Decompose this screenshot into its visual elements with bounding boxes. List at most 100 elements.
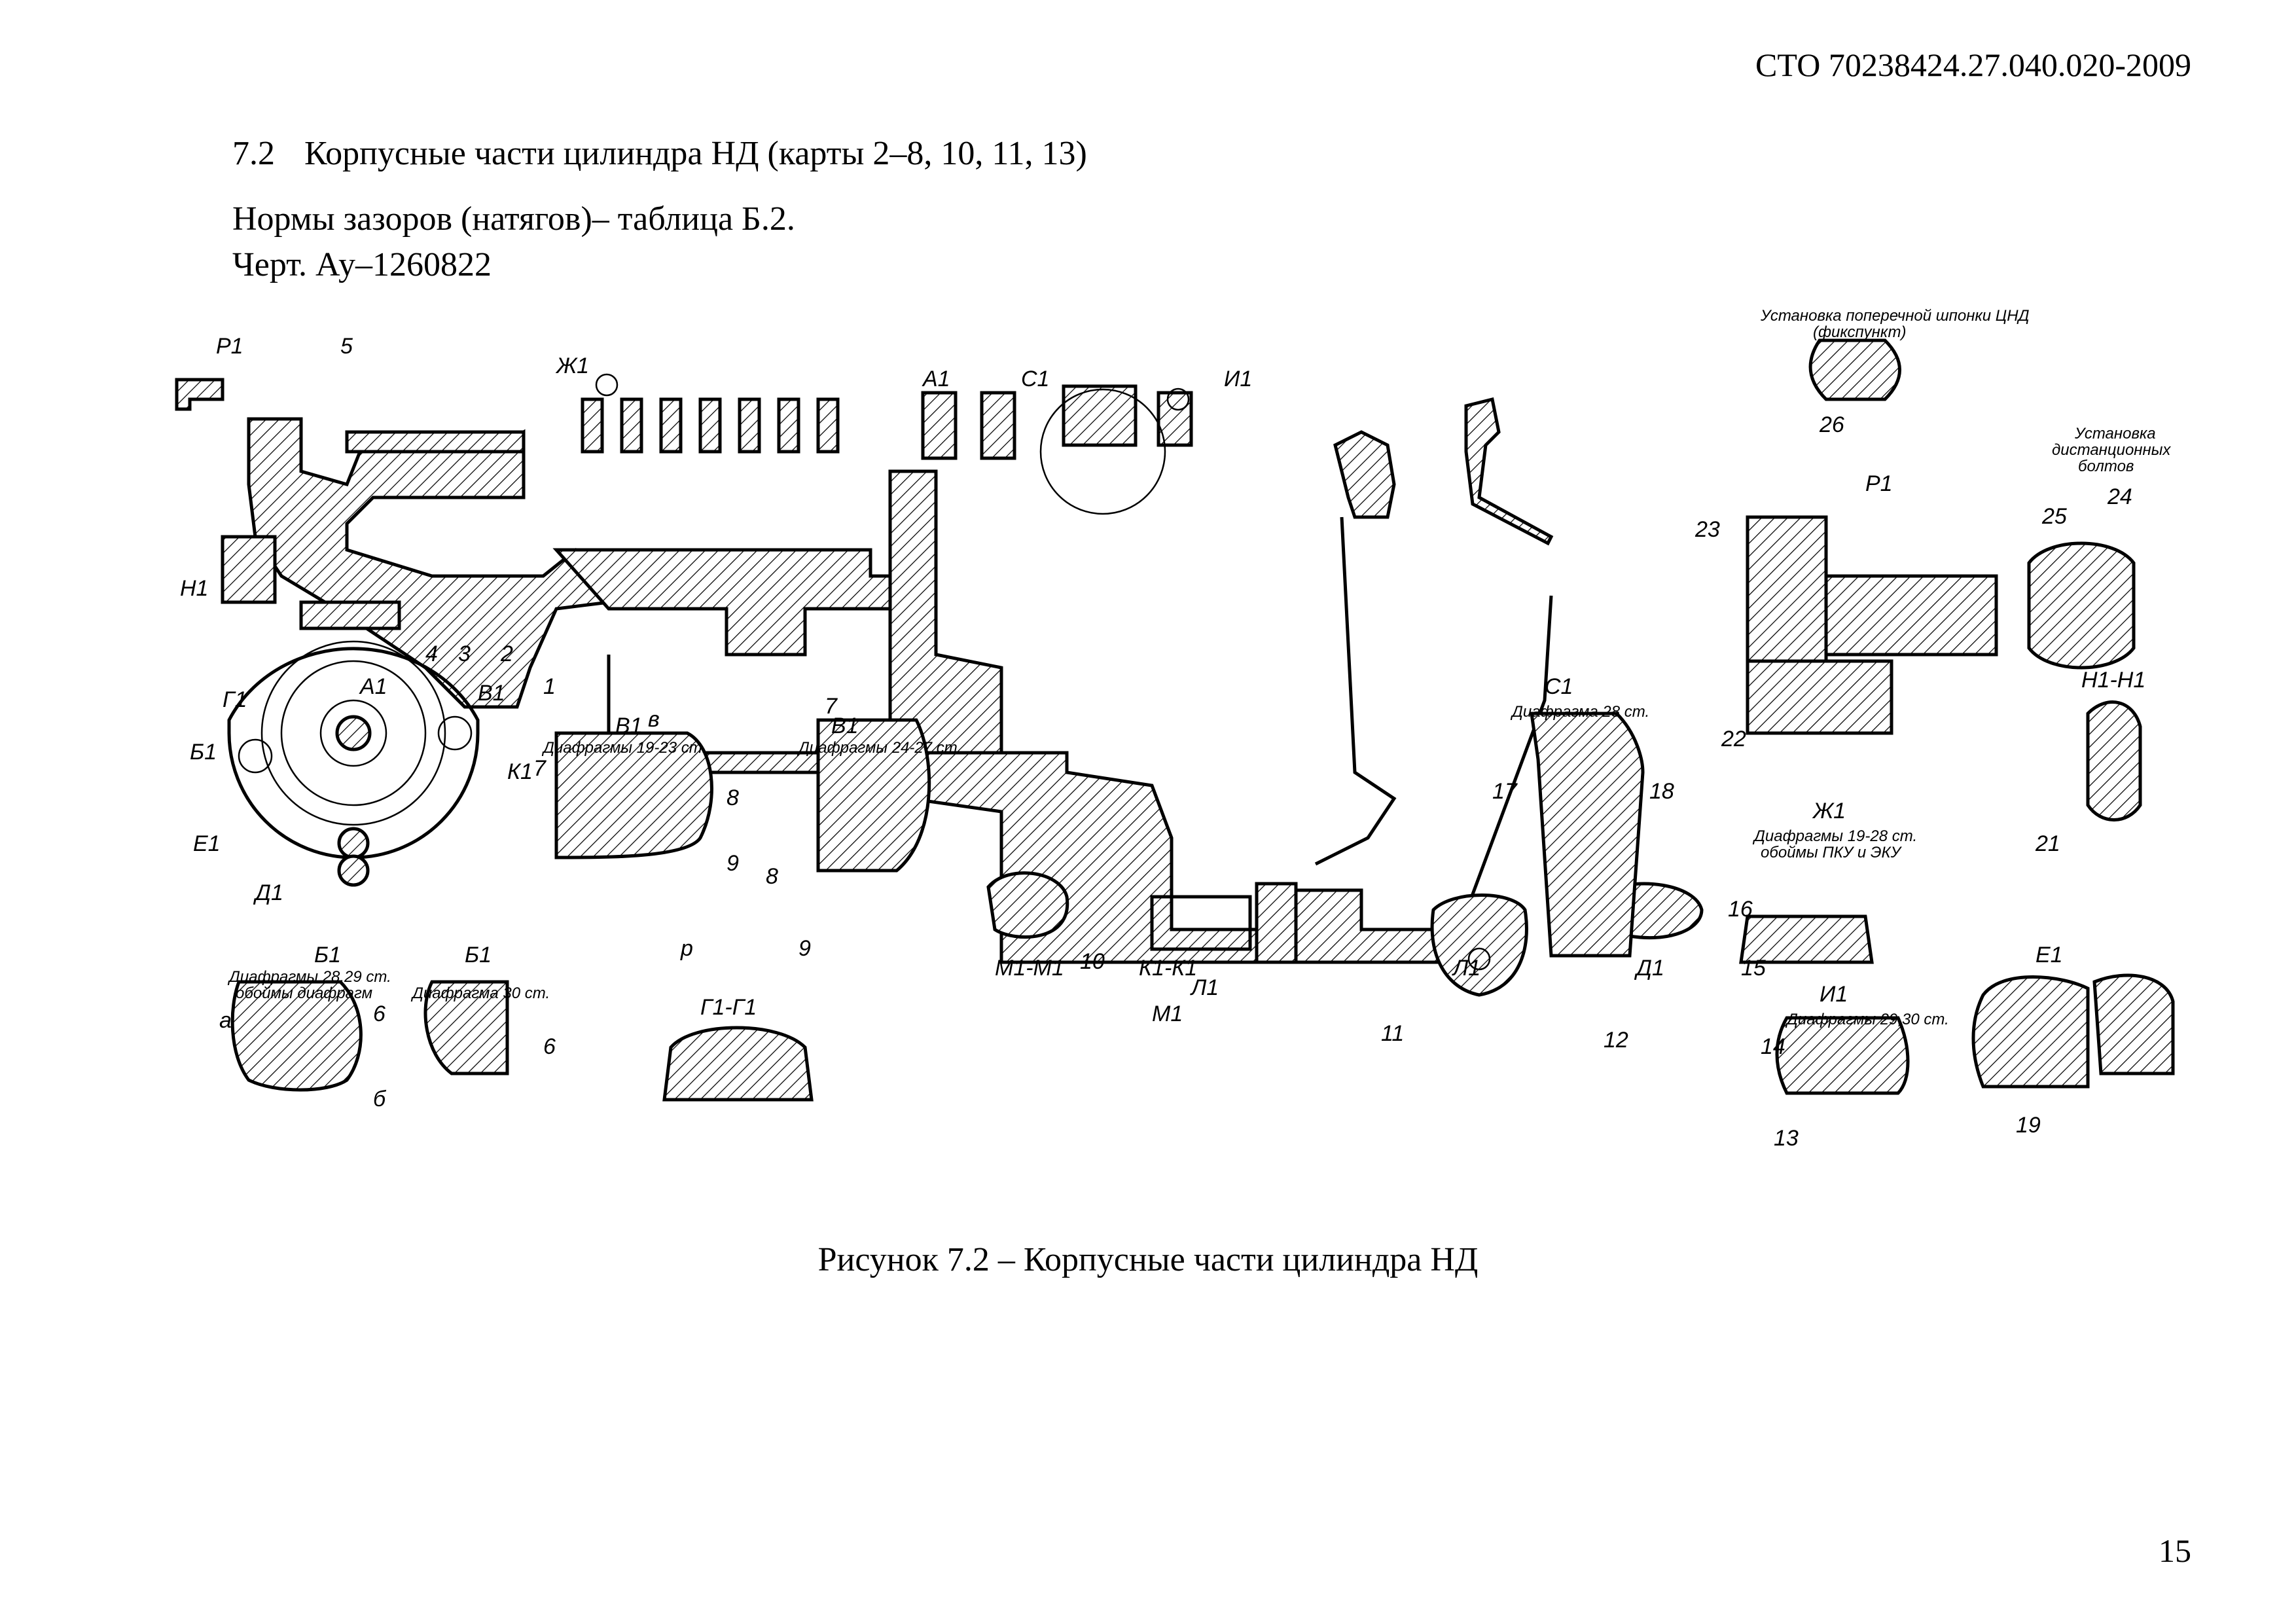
label-zh1: Ж1 (555, 353, 589, 378)
detail-circle-zh1 (595, 373, 619, 397)
figure-caption: Рисунок 7.2 – Корпусные части цилиндра Н… (817, 1241, 1479, 1278)
exhaust-duct (888, 718, 1462, 964)
top-shelf (345, 430, 526, 454)
label-5: 5 (340, 334, 353, 359)
label-7a: 7 (533, 756, 547, 781)
detail-circle-i1 (1166, 388, 1190, 411)
label-g1g1: Г1-Г1 (700, 995, 757, 1020)
section-b1-30 (423, 980, 509, 1075)
top-flange-right (1464, 397, 1554, 546)
section-zh1 (1739, 914, 1874, 964)
diaphragm-2427 (816, 718, 931, 873)
label-diaf2829: Диафрагмы 28,29 ст. (227, 968, 391, 986)
section-g1 (662, 1026, 814, 1102)
vertical-wall (888, 469, 1003, 755)
page-number: 15 (2159, 1532, 2191, 1569)
label-l1-circ: Л1 (1452, 956, 1480, 981)
label-oboimy: обоймы диафрагм (236, 984, 372, 1002)
label-3: 3 (458, 641, 471, 666)
label-d1-circ: Д1 (1634, 956, 1664, 981)
label-9b: 9 (798, 936, 811, 961)
label-pku: обоймы ПКУ и ЭКУ (1761, 844, 1903, 861)
drawing-canvas: Р1 5 Ж1 А1 С1 И1 Н1 4 3 2 1 А1 В1 В1 Диа… (175, 307, 2175, 1151)
label-26: 26 (1819, 412, 1844, 437)
label-g1: Г1 (223, 687, 247, 712)
label-l1: Л1 (1190, 975, 1219, 1000)
label-7b: 7 (825, 694, 838, 719)
bottom-bracket (299, 600, 401, 630)
shaft-k1-hub (1255, 882, 1298, 964)
label-4: 4 (425, 641, 438, 666)
label-ust-bolt3: болтов (2078, 458, 2134, 475)
diaphragm-1923 (554, 731, 713, 859)
label-1: 1 (543, 674, 556, 699)
label-v1-c: В1 (478, 681, 505, 706)
section-l1 (1430, 893, 1528, 997)
label-23: 23 (1695, 517, 1720, 542)
drawing-labels: Р1 5 Ж1 А1 С1 И1 Н1 4 3 2 1 А1 В1 В1 Диа… (180, 307, 2171, 1151)
section-b1-2829 (230, 980, 363, 1092)
label-i1-b: И1 (1820, 982, 1848, 1007)
label-2: 2 (500, 641, 513, 666)
section-shponka (1808, 338, 1901, 401)
label-b1-circ2: Б1 (465, 943, 492, 967)
section-p1-bottom (1746, 659, 1893, 735)
label-v1: В1 (615, 713, 643, 738)
label-b: б (373, 1087, 387, 1111)
norms-note: Нормы зазоров (натягов)– таблица Б.2. Че… (232, 196, 795, 288)
label-11: 11 (1381, 1021, 1404, 1046)
drawing-number: Черт. Ау–1260822 (232, 246, 492, 283)
label-zh1-c: Ж1 (1812, 799, 1846, 823)
label-18: 18 (1649, 779, 1674, 804)
label-16: 16 (1728, 897, 1753, 922)
label-k1: К1 (507, 759, 533, 784)
section-i1 (1775, 1016, 1910, 1095)
flange-pipe (1458, 595, 1553, 930)
label-ust-bolt2: дистанционных (2052, 441, 2171, 459)
label-24: 24 (2107, 484, 2132, 509)
label-d1: Д1 (253, 880, 283, 905)
label-diaf1923: Диафрагмы 19-23 ст. (541, 739, 706, 757)
section-bolts (2027, 541, 2136, 670)
label-a1-bottom: А1 (359, 674, 387, 699)
label-v: в (648, 707, 660, 732)
casing-assembly (175, 373, 1554, 964)
section-n1n1 (2086, 700, 2142, 821)
label-b1-circ: Б1 (314, 943, 341, 967)
section-c1 (1530, 712, 1645, 958)
label-22: 22 (1721, 727, 1746, 751)
section-e1-right (2092, 973, 2175, 1075)
label-a: а (219, 1008, 232, 1033)
label-p1: Р1 (216, 334, 243, 359)
norms-line: Нормы зазоров (натягов)– таблица Б.2. (232, 200, 795, 238)
label-k1k1: К1-К1 (1139, 956, 1197, 981)
label-10: 10 (1080, 949, 1105, 974)
label-8b: 8 (766, 864, 778, 889)
label-diaf30: Диафрагма 30 ст. (410, 984, 550, 1002)
label-v1-b: В1 (831, 713, 859, 738)
label-c1: С1 (1021, 367, 1049, 391)
label-6b: 6 (543, 1034, 556, 1059)
section-p1-right (1824, 574, 1998, 657)
label-ust-bolt1: Установка (2074, 425, 2156, 442)
label-e1-b: Е1 (2036, 943, 2063, 967)
document-code: СТО 70238424.27.040.020-2009 (1755, 46, 2191, 83)
technical-drawing: Р1 5 Ж1 А1 С1 И1 Н1 4 3 2 1 А1 В1 В1 Диа… (151, 301, 2179, 1231)
shaft-k1 (1150, 895, 1252, 951)
outer-shell-line (1314, 516, 1397, 866)
label-fikspunkt: (фикспункт) (1813, 323, 1906, 341)
detail-circle-c1 (1039, 388, 1166, 515)
ring-view (227, 640, 480, 887)
label-12: 12 (1604, 1028, 1628, 1053)
detail-views (230, 338, 2175, 1102)
label-diaf28: Диафрагма 28 ст. (1510, 703, 1649, 721)
label-diaf1928: Диафрагмы 19-28 ст. (1752, 827, 1917, 845)
label-8a: 8 (726, 785, 739, 810)
label-9a: 9 (726, 851, 739, 876)
label-25: 25 (2041, 504, 2067, 529)
label-13: 13 (1774, 1126, 1799, 1151)
label-n1n1: Н1-Н1 (2081, 668, 2145, 693)
label-ust-shponki: Установка поперечной шпонки ЦНД (1760, 307, 2030, 325)
label-19: 19 (2016, 1113, 2041, 1138)
